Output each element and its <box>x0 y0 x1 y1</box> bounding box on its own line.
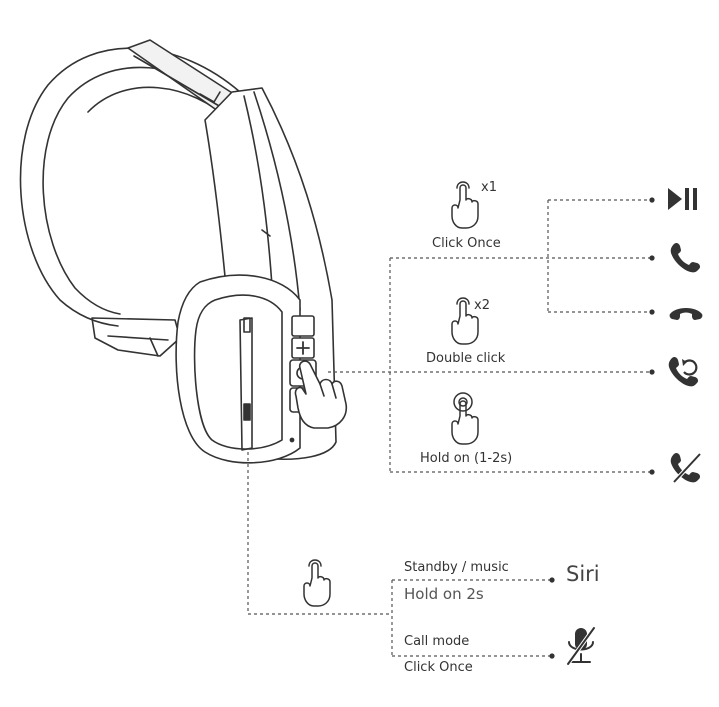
double-click-label: Double click <box>426 351 506 366</box>
call-action-label: Click Once <box>404 660 473 675</box>
standby-label: Standby / music <box>404 560 509 575</box>
connector-lines <box>247 199 652 657</box>
play-pause-icon <box>668 188 697 210</box>
phone-reject-icon <box>670 452 702 484</box>
tap-mfb-icon <box>303 559 331 607</box>
double-click-count: x2 <box>474 298 490 313</box>
phone-redial-icon <box>668 356 699 387</box>
hold-on-label: Hold on (1-2s) <box>420 451 513 466</box>
connector-dots <box>549 197 655 659</box>
tap-once-icon <box>451 181 479 229</box>
phone-answer-icon <box>670 242 701 273</box>
standby-action-label: Hold on 2s <box>404 585 484 603</box>
siri-label: Siri <box>566 562 600 586</box>
tap-twice-icon <box>451 297 479 345</box>
phone-hangup-icon <box>669 308 703 320</box>
tap-hold-icon <box>451 392 479 445</box>
click-once-label: Click Once <box>432 236 501 251</box>
mic-mute-icon <box>566 626 596 666</box>
headset-illustration <box>19 39 337 464</box>
hand-pointer-on-headset <box>294 360 348 429</box>
click-once-count: x1 <box>481 180 497 195</box>
call-mode-label: Call mode <box>404 634 470 649</box>
